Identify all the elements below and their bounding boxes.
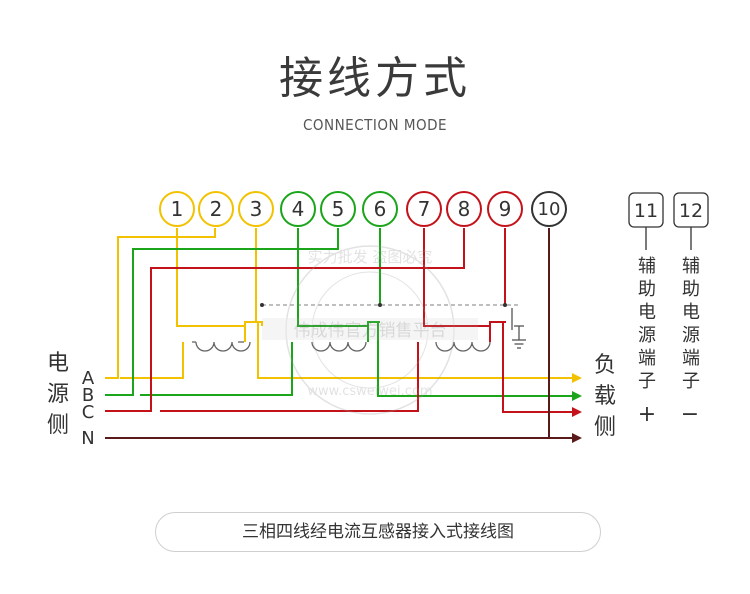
terminal-8	[446, 191, 482, 227]
aux-minus-char: 源	[682, 325, 700, 346]
terminal-label-10: 10	[538, 199, 561, 220]
terminal-10	[531, 191, 567, 227]
page-title: 接线方式	[279, 53, 471, 104]
terminal-7	[406, 191, 442, 227]
terminal-label-6: 6	[374, 197, 387, 221]
ct-coil-c	[435, 341, 491, 352]
source-side-char: 电	[47, 351, 69, 376]
phase-label-c: C	[82, 402, 95, 423]
watermark-band: 伟成伟官方销售平台	[294, 321, 447, 341]
aux-terminal-boxes	[628, 192, 709, 228]
phase-label-b: B	[82, 385, 94, 406]
switch-dots	[260, 303, 507, 307]
terminal-9	[487, 191, 523, 227]
phase-a-wiring	[105, 228, 582, 383]
watermark-bottom: www.csweiwei.com	[307, 384, 432, 399]
terminal-label-7: 7	[418, 197, 431, 221]
watermark-top: 实力批发 盗图必究	[308, 248, 433, 266]
aux-minus-char: 端	[682, 348, 700, 369]
ct-coil-b	[311, 341, 367, 352]
source-side-char: 源	[47, 382, 69, 407]
terminal-label-4: 4	[292, 197, 305, 221]
terminal-label-8: 8	[458, 197, 471, 221]
aux-plus-char: 端	[638, 348, 656, 369]
aux-minus-char: 助	[682, 279, 700, 300]
aux-plus-char: 源	[638, 325, 656, 346]
aux-plus-char: 电	[638, 302, 656, 323]
watermark: 实力批发 盗图必究 伟成伟官方销售平台 www.csweiwei.com	[262, 245, 478, 415]
neutral-wiring	[105, 228, 582, 443]
terminal-label-1: 1	[171, 197, 184, 221]
load-side-char: 负	[594, 353, 616, 378]
ground-icon	[511, 308, 526, 349]
aux-minus-char: 辅	[682, 256, 700, 277]
aux-label-11: 11	[634, 200, 658, 222]
terminal-6	[362, 191, 398, 227]
terminal-label-2: 2	[210, 197, 223, 221]
terminal-label-5: 5	[332, 197, 345, 221]
terminal-1	[159, 191, 195, 227]
caption: 三相四线经电流互感器接入式接线图	[155, 512, 601, 552]
terminal-5	[320, 191, 356, 227]
terminal-4	[280, 191, 316, 227]
aux-plus-sign: +	[638, 402, 656, 427]
phase-label-n: N	[81, 428, 94, 449]
aux-minus-char: 子	[682, 371, 700, 392]
terminal-label-9: 9	[499, 197, 512, 221]
load-side-char: 侧	[594, 415, 616, 440]
aux-minus-sign: −	[681, 402, 699, 427]
source-side-char: 侧	[47, 413, 69, 438]
terminal-3	[238, 191, 274, 227]
load-side-char: 载	[594, 384, 616, 409]
ct-coil-a	[192, 341, 251, 352]
page-subtitle: CONNECTION MODE	[302, 116, 448, 134]
phase-c-wiring	[105, 228, 582, 417]
terminal-circles	[159, 191, 567, 227]
aux-plus-char: 辅	[638, 256, 656, 277]
phase-label-a: A	[82, 368, 95, 389]
aux-plus-char: 助	[638, 279, 656, 300]
aux-label-12: 12	[679, 200, 703, 222]
aux-plus-char: 子	[638, 371, 656, 392]
aux-minus-char: 电	[682, 302, 700, 323]
terminal-2	[198, 191, 234, 227]
phase-b-wiring	[105, 228, 582, 401]
terminal-label-3: 3	[250, 197, 263, 221]
